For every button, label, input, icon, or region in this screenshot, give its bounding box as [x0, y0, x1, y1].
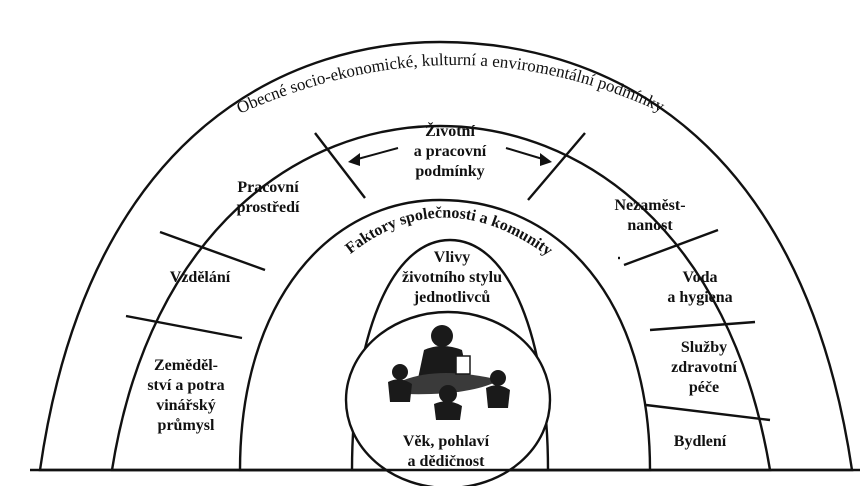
sector-divider — [527, 132, 586, 201]
sector-divider — [314, 132, 366, 199]
lifestyle-label-line2: životního stylu — [402, 269, 502, 286]
agriculture-label-line4: průmysl — [158, 417, 215, 434]
sector-divider — [649, 320, 756, 332]
arrow-left-icon — [348, 147, 399, 166]
housing-label: Bydlení — [674, 433, 727, 450]
unemployment-label-line1: Nezaměst- — [614, 197, 685, 214]
health-services-label-line1: Služby — [681, 339, 727, 356]
education-label: Vzdělání — [170, 269, 231, 286]
unemployment-label-line2: nanost — [627, 217, 673, 234]
living-conditions-title-line1: Životní — [425, 121, 475, 140]
health-services-label-line2: zdravotní — [671, 359, 737, 376]
lifestyle-label-line1: Vlivy — [434, 249, 470, 266]
work-environment-label-line1: Pracovní — [237, 179, 299, 196]
sector-divider — [623, 228, 719, 267]
core-label-line2: a dědičnost — [408, 453, 486, 470]
sector-divider — [159, 230, 266, 272]
lifestyle-label-line3: jednotlivců — [413, 289, 491, 306]
water-hygiene-label-line1: Voda — [683, 269, 718, 286]
health-services-label-line3: péče — [689, 379, 719, 396]
people-group-icon — [388, 325, 510, 420]
living-conditions-title-line2: a pracovní — [414, 143, 487, 160]
living-conditions-title-line3: podmínky — [415, 163, 484, 180]
arrow-right-icon — [505, 147, 552, 166]
core-label-line1: Věk, pohlaví — [403, 433, 490, 450]
agriculture-label-line3: vinářský — [156, 397, 216, 414]
sector-divider — [125, 314, 243, 340]
work-environment-label-line2: prostředí — [237, 199, 300, 216]
agriculture-label-line2: ství a potra — [147, 377, 224, 394]
agriculture-label-line1: Zeměděl- — [154, 357, 218, 374]
water-hygiene-label-line2: a hygiena — [667, 289, 732, 306]
sector-divider — [645, 403, 771, 422]
